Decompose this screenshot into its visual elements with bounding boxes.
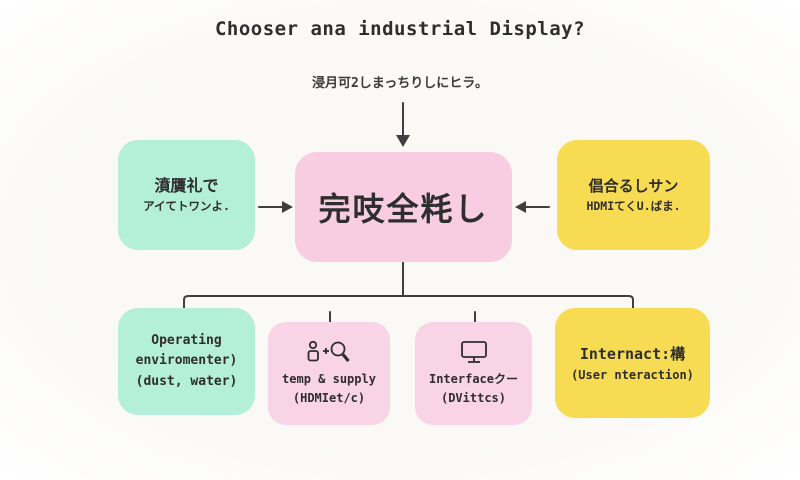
child-box-line: Internact:構 bbox=[579, 344, 686, 363]
child-box-line: (dust, water) bbox=[135, 373, 238, 389]
person-plus-magnifier-icon bbox=[306, 340, 352, 366]
child-box-interface: Interfaceクー (DVittcs) bbox=[415, 322, 532, 425]
child-box-operating-environment: Operating enviromenter) (dust, water) bbox=[118, 308, 255, 415]
child-box-line: temp & supply bbox=[282, 371, 376, 386]
left-factor-box: 濆贋礼で アイてトワンよ. bbox=[118, 140, 255, 250]
flow-arrow-left-icon bbox=[515, 201, 550, 213]
child-box-temp-supply: temp & supply (HDMIet/c) bbox=[268, 322, 390, 425]
child-box-line: Interfaceクー bbox=[428, 371, 519, 386]
child-box-line: (HDMIet/c) bbox=[292, 390, 366, 405]
diagram-title: Chooser ana industrial Display? bbox=[214, 18, 586, 40]
right-factor-box: 倡合るしサン HDMIてくU.ばま. bbox=[557, 140, 710, 250]
child-box-line: Operating bbox=[151, 333, 222, 349]
child-box-line: enviromenter) bbox=[135, 353, 238, 369]
flow-arrow-right-icon bbox=[258, 201, 293, 213]
diagram-subtitle: 浸月可2しまっちりしにヒラ。 bbox=[311, 76, 489, 91]
child-box-line: (DVittcs) bbox=[440, 390, 507, 405]
right-factor-title: 倡合るしサン bbox=[588, 177, 679, 196]
left-factor-title: 濆贋礼で bbox=[154, 176, 219, 196]
monitor-icon bbox=[459, 340, 489, 366]
child-box-line: (User nteraction) bbox=[571, 367, 694, 382]
right-factor-subtitle: HDMIてくU.ばま. bbox=[586, 198, 681, 213]
left-factor-subtitle: アイてトワンよ. bbox=[143, 199, 230, 214]
central-decision-label: 完吱全粍し bbox=[318, 190, 489, 228]
child-box-interaction: Internact:構 (User nteraction) bbox=[555, 308, 710, 418]
flow-arrow-down-icon bbox=[396, 102, 410, 147]
central-decision-box: 完吱全粍し bbox=[295, 152, 512, 262]
